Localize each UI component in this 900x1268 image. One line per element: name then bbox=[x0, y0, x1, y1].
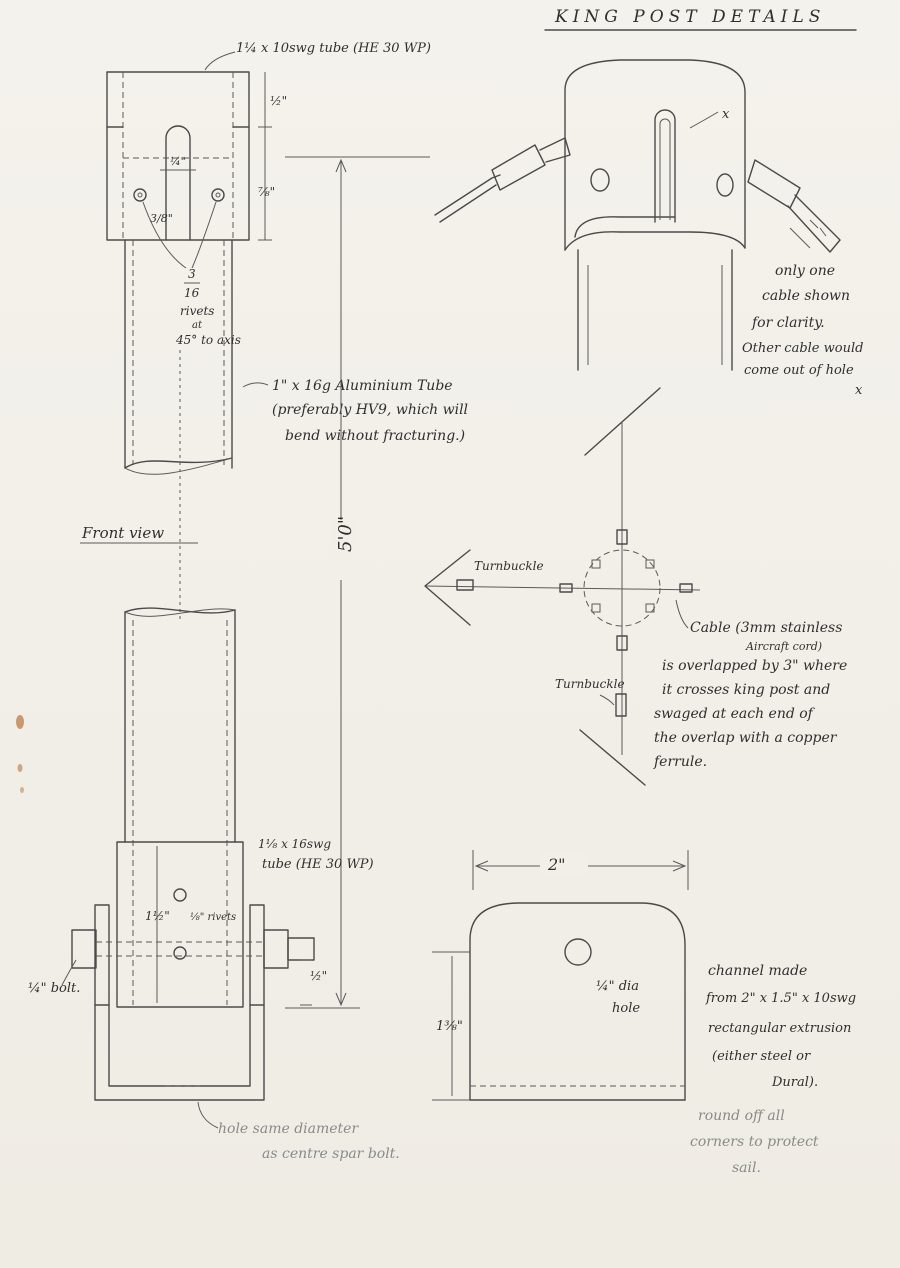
channel-plate-right bbox=[249, 904, 265, 1006]
round-note-2: corners to protect bbox=[690, 1134, 819, 1150]
turnbuckle-label-1: Turnbuckle bbox=[474, 559, 544, 573]
channel-note-4: (either steel or bbox=[712, 1049, 811, 1064]
hole-note-1: hole same diameter bbox=[218, 1121, 359, 1137]
rivets-label-1: rivets bbox=[180, 304, 214, 318]
turnbuckle-label-2: Turnbuckle bbox=[555, 677, 625, 691]
bottom-tube-label-1: 1⅛ x 16swg bbox=[258, 837, 331, 851]
rivets-label-2: at bbox=[192, 320, 203, 331]
perspective-cap bbox=[564, 59, 746, 251]
slot bbox=[165, 125, 191, 241]
channel-plate-left bbox=[94, 904, 110, 1006]
hole-dia-2: hole bbox=[612, 1001, 640, 1016]
bottom-tube-label-2: tube (HE 30 WP) bbox=[262, 857, 374, 872]
rivet-right bbox=[211, 188, 225, 202]
round-note-3: sail. bbox=[732, 1160, 761, 1176]
rivets-label-num: 3 bbox=[188, 267, 196, 281]
turnbuckle-left bbox=[456, 579, 474, 591]
cable-text-3: swaged at each end of bbox=[654, 706, 816, 722]
bottom-tube-view bbox=[71, 607, 315, 1101]
dim-bottom-half: ½" bbox=[310, 969, 327, 983]
break-line-top bbox=[124, 457, 233, 469]
cable-note-2: cable shown bbox=[762, 288, 850, 304]
dim-quarter: ¼" bbox=[170, 155, 186, 168]
channel-height: 1⅜" bbox=[436, 1019, 463, 1034]
turnbuckle-bottom bbox=[615, 693, 627, 717]
cable-label-1: Cable (3mm stainless bbox=[690, 620, 842, 636]
dim-one-half: 1½" bbox=[145, 909, 170, 923]
rust-stain bbox=[16, 715, 24, 729]
hole-marker: x bbox=[722, 107, 730, 122]
bolt-label: ¼" bolt. bbox=[28, 981, 80, 996]
top-tube-label: 1¼ x 10swg tube (HE 30 WP) bbox=[236, 41, 431, 56]
channel-detail bbox=[432, 850, 689, 1101]
rivet-label: ⅛" rivets bbox=[190, 912, 236, 923]
dim-half-top: ½" bbox=[270, 94, 287, 108]
cable-text-5: ferrule. bbox=[653, 754, 707, 770]
channel-note-1: channel made bbox=[708, 963, 807, 979]
front-view-label: Front view bbox=[81, 524, 164, 542]
bottom-rivet-top bbox=[173, 888, 187, 902]
hole-dia-1: ¼" dia bbox=[596, 979, 639, 994]
page-title: KING POST DETAILS bbox=[554, 7, 825, 27]
cable-note-1: only one bbox=[775, 263, 835, 279]
perspective-slot bbox=[654, 109, 676, 223]
dim-three-eighths: 3/8" bbox=[150, 212, 173, 225]
cable-text-4: the overlap with a copper bbox=[654, 730, 838, 746]
bolt-thread bbox=[287, 937, 315, 961]
main-tube-label-1: 1" x 16g Aluminium Tube bbox=[272, 378, 453, 394]
main-tube-label-2: (preferably HV9, which will bbox=[272, 402, 468, 418]
king-post-perspective bbox=[434, 59, 841, 371]
cable-note-3: for clarity. bbox=[751, 315, 825, 331]
hole-note-2: as centre spar bolt. bbox=[262, 1146, 400, 1162]
channel-profile bbox=[469, 902, 686, 1101]
bolt-nut bbox=[263, 929, 289, 969]
break-line-bottom bbox=[124, 607, 236, 614]
channel-width: 2" bbox=[547, 855, 566, 874]
bolt-hole bbox=[564, 938, 592, 966]
cable-text-1: is overlapped by 3" where bbox=[662, 658, 847, 674]
outer-sleeve bbox=[106, 71, 250, 241]
bottom-sleeve bbox=[116, 841, 244, 1008]
channel-note-5: Dural). bbox=[771, 1075, 818, 1090]
rivets-label-3: 45° to axis bbox=[175, 333, 241, 347]
round-note-1: round off all bbox=[698, 1108, 785, 1124]
dim-seven-eighths: ⅞" bbox=[258, 185, 275, 199]
perspective-rivet-right bbox=[716, 173, 734, 197]
bolt-head bbox=[71, 929, 97, 969]
rivet-left bbox=[133, 188, 147, 202]
cable-note-5: come out of hole bbox=[744, 363, 854, 378]
rivets-label-den: 16 bbox=[184, 286, 200, 300]
channel-note-2: from 2" x 1.5" x 10swg bbox=[705, 991, 856, 1006]
cable-text-2: it crosses king post and bbox=[662, 682, 830, 698]
perspective-rivet-left bbox=[590, 168, 610, 192]
ferrule-right bbox=[747, 159, 801, 209]
cable-right bbox=[787, 194, 841, 253]
cable-note-6: x bbox=[855, 383, 863, 398]
main-tube-label-3: bend without fracturing.) bbox=[285, 428, 465, 444]
bottom-rivet-lower bbox=[173, 946, 187, 960]
cable-left bbox=[434, 174, 501, 216]
arrow-head bbox=[424, 549, 471, 626]
plan-view bbox=[424, 387, 701, 786]
cable-note-4: Other cable would bbox=[742, 341, 863, 356]
cable-horizontal bbox=[424, 585, 701, 591]
king-post-ring bbox=[583, 549, 661, 627]
ferrule-left bbox=[491, 144, 546, 191]
length-dim: 5'0" bbox=[335, 516, 356, 552]
channel-note-3: rectangular extrusion bbox=[708, 1021, 851, 1036]
cable-label-2: Aircraft cord) bbox=[745, 640, 822, 653]
top-tube-view bbox=[106, 71, 250, 475]
